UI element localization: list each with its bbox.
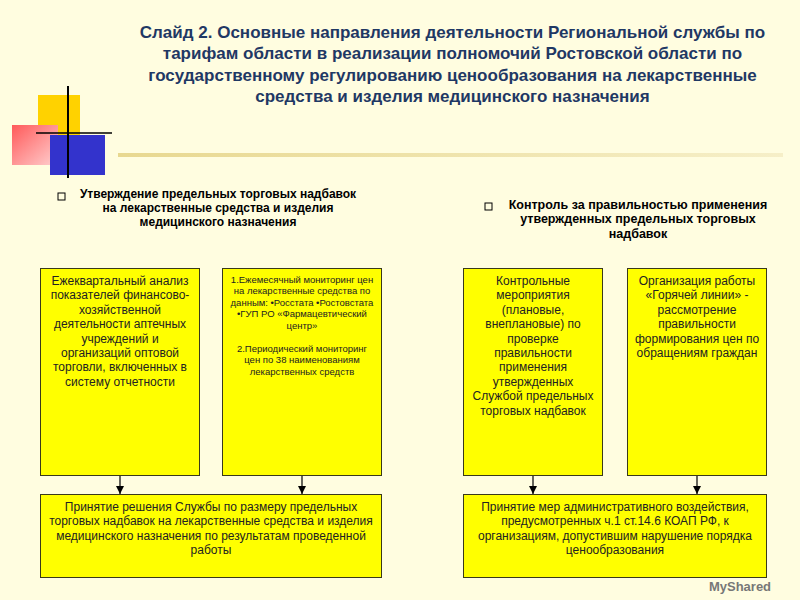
section-heading: Контроль за правильностью применения утв… [497, 198, 779, 241]
process-box: Организация работы «Горячей линии» - рас… [627, 268, 767, 476]
process-box: Контрольные мероприятия (плановые, внепл… [463, 268, 603, 476]
watermark: MyShared [690, 580, 790, 595]
section-heading: Утверждение предельных торговых надбавок… [72, 188, 364, 229]
deco-square [50, 135, 105, 175]
flow-arrow [119, 476, 120, 494]
bullet [485, 203, 492, 210]
box-text: 1.Ежемесячный мониторинг цен на лекарств… [229, 274, 375, 331]
flow-arrow [301, 476, 302, 494]
box-text: 2.Периодический мониторинг цен по 38 наи… [229, 343, 375, 377]
slide-title: Слайд 2. Основные направления деятельнос… [110, 22, 795, 107]
deco-line [67, 86, 69, 178]
box-text: Организация работы «Горячей линии» - рас… [634, 274, 760, 360]
process-box: 1.Ежемесячный мониторинг цен на лекарств… [222, 268, 382, 476]
flow-arrow [696, 476, 697, 494]
box-text: Ежеквартальный анализ показателей финанс… [47, 274, 193, 389]
flow-arrow [532, 476, 533, 494]
result-box: Принятие мер административного воздейств… [463, 494, 767, 578]
box-text: Контрольные мероприятия (плановые, внепл… [470, 274, 596, 418]
bullet [58, 193, 65, 200]
box-text: Принятие мер административного воздейств… [470, 500, 760, 558]
title-rule [118, 153, 783, 157]
deco-line [36, 132, 112, 134]
result-box: Принятие решения Службы по размеру преде… [40, 494, 382, 578]
process-box: Ежеквартальный анализ показателей финанс… [40, 268, 200, 476]
box-text: Принятие решения Службы по размеру преде… [47, 500, 375, 558]
